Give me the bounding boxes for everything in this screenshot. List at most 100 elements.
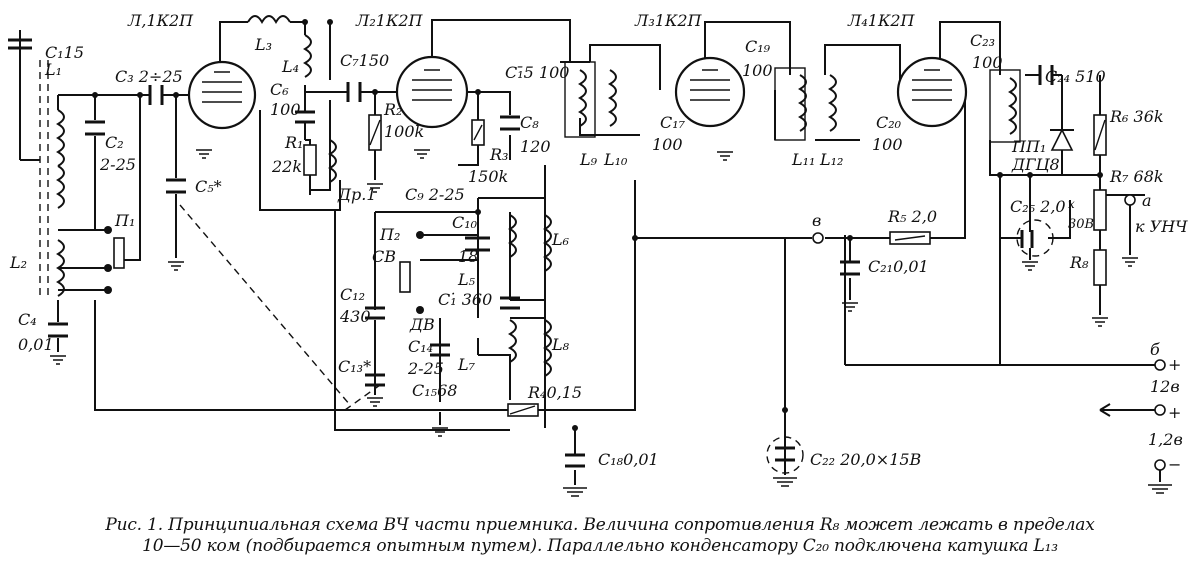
caption-line-1: Рис. 1. Принципиальная схема ВЧ части пр… <box>105 515 1095 535</box>
label-r1a: R₁ <box>284 133 303 152</box>
label-l3: L₃ <box>254 35 272 54</box>
label-tube-4: Л₄1К2П <box>847 11 916 30</box>
label-minus: − <box>1168 455 1181 474</box>
terminal-12v-minus <box>1154 404 1166 416</box>
label-c4b: 0,01 <box>18 335 54 354</box>
label-c4a: С₄ <box>18 310 37 329</box>
terminal-a <box>1124 194 1136 206</box>
label-plus-1: + <box>1168 355 1181 374</box>
label-r1b: 22k <box>271 157 302 176</box>
coil-symbols <box>56 15 1021 377</box>
label-c12b: 430 <box>339 307 371 326</box>
label-c6b: 100 <box>270 100 301 119</box>
label-dr1: Др.1 <box>337 185 377 204</box>
caption-line-2: 10—50 ком (подбирается опытным путем). П… <box>142 536 1058 556</box>
label-r3b: 150k <box>468 167 508 186</box>
label-c15b: С₁̄5 100 <box>505 63 569 82</box>
label-r8: R₈ <box>1069 253 1089 272</box>
terminal-b <box>1154 359 1166 371</box>
label-c10v: 18 <box>458 247 478 266</box>
label-c19b: 100 <box>742 61 773 80</box>
label-l11: L₁₁ <box>791 150 815 169</box>
label-1-2v: 1,2в <box>1148 430 1183 449</box>
label-c21: С₂₁0,01 <box>868 257 929 276</box>
label-c1: С₁15 <box>45 43 84 62</box>
label-c20a: С₂₀ <box>876 113 902 132</box>
capacitor-symbols <box>8 38 1054 468</box>
label-r7: R₇ 68k <box>1109 167 1164 186</box>
circuit-schematic: Л,1К2П Л₂1К2П Л₃1К2П Л₄1К2П С₁15 С₃ 2÷25… <box>8 11 1188 497</box>
label-l5: L₅ <box>457 270 476 289</box>
label-r6: R₆ 36k <box>1109 107 1164 126</box>
label-sv: СВ <box>372 247 396 266</box>
label-c17a: С₁₇ <box>660 113 686 132</box>
label-c13: С₁₃* <box>338 357 371 376</box>
label-c2b: 2-25 <box>99 155 136 174</box>
label-c12a: С₁₂ <box>340 285 365 304</box>
label-c7: С₇150 <box>340 51 389 70</box>
label-tube-2: Л₂1К2П <box>355 11 424 30</box>
label-c5: С₅* <box>195 177 222 196</box>
label-dv: ДВ <box>409 315 435 334</box>
vacuum-tubes <box>187 55 968 130</box>
label-l12: L₁₂ <box>819 150 843 169</box>
label-c19a: С₁₉ <box>745 37 771 56</box>
label-b: б <box>1150 340 1160 359</box>
label-r2b: 100k <box>384 122 424 141</box>
switch-p2-body <box>399 261 411 293</box>
label-tube-1: Л,1К2П <box>127 11 194 30</box>
label-c3: С₃ 2÷25 <box>115 67 183 86</box>
label-to-ulf: к УНЧ <box>1135 217 1188 236</box>
node-v-terminal <box>812 232 824 244</box>
arrow-icon <box>1099 403 1145 417</box>
label-c10: С₁₀ <box>452 213 478 232</box>
label-p1: П₁ <box>114 211 135 230</box>
label-node-v: в <box>812 211 821 230</box>
label-c14b: 2-25 <box>407 359 444 378</box>
label-r4: R₄0,15 <box>527 383 582 402</box>
label-c9: С₉ 2-25 <box>405 185 465 204</box>
label-r2a: R₂ <box>383 100 402 119</box>
label-l4: L₄ <box>281 57 299 76</box>
c22-outline <box>766 436 804 474</box>
terminal-1-2v-minus <box>1154 459 1166 471</box>
label-p2: П₂ <box>379 225 400 244</box>
label-l2: L₂ <box>9 253 27 272</box>
label-c15: С₁₅68 <box>412 381 457 400</box>
label-c24: С₂₄ 510 <box>1045 67 1106 86</box>
wiring <box>19 19 1161 485</box>
diode-symbol <box>1050 128 1074 151</box>
resistor-symbols <box>303 114 1107 417</box>
label-c14a: С₁₄ <box>408 337 433 356</box>
label-c8a: С₈ <box>520 113 539 132</box>
label-a: а <box>1142 191 1152 210</box>
label-c25: С₂₅ 2,0 <box>1010 197 1066 216</box>
label-l7: L₇ <box>457 355 476 374</box>
ganged-tuning-link <box>179 204 381 411</box>
label-c18: С₁₈0,01 <box>598 450 659 469</box>
junction-dots <box>92 19 1103 431</box>
label-l6: L₆ <box>551 230 570 249</box>
label-tube-3: Л₃1К2П <box>634 11 703 30</box>
switch-p1-body <box>113 237 125 269</box>
label-c23b: 100 <box>972 53 1003 72</box>
label-plus-2: + <box>1168 403 1181 422</box>
label-l1: L₁ <box>44 60 62 79</box>
ferrite-rod <box>39 60 49 300</box>
label-c6a: С₆ <box>270 80 289 99</box>
label-12v: 12в <box>1150 377 1180 396</box>
label-c20b: 100 <box>872 135 903 154</box>
label-diode: ПП₁ <box>1011 137 1046 156</box>
label-l9: L₉ <box>579 150 598 169</box>
label-c11: С₁̇ 360 <box>438 290 492 309</box>
label-l8: L₈ <box>551 335 570 354</box>
label-diode-type: ДГЦ8 <box>1011 155 1060 174</box>
label-c8b: 120 <box>520 137 551 156</box>
c25-outline <box>1016 219 1054 257</box>
label-c2a: С₂ <box>105 133 124 152</box>
label-c23a: С₂₃ <box>970 31 995 50</box>
ground-symbols <box>50 149 1172 497</box>
label-r3a: R₃ <box>489 145 508 164</box>
label-x: х <box>1068 197 1075 211</box>
label-r5: R₅ 2,0 <box>887 207 937 226</box>
